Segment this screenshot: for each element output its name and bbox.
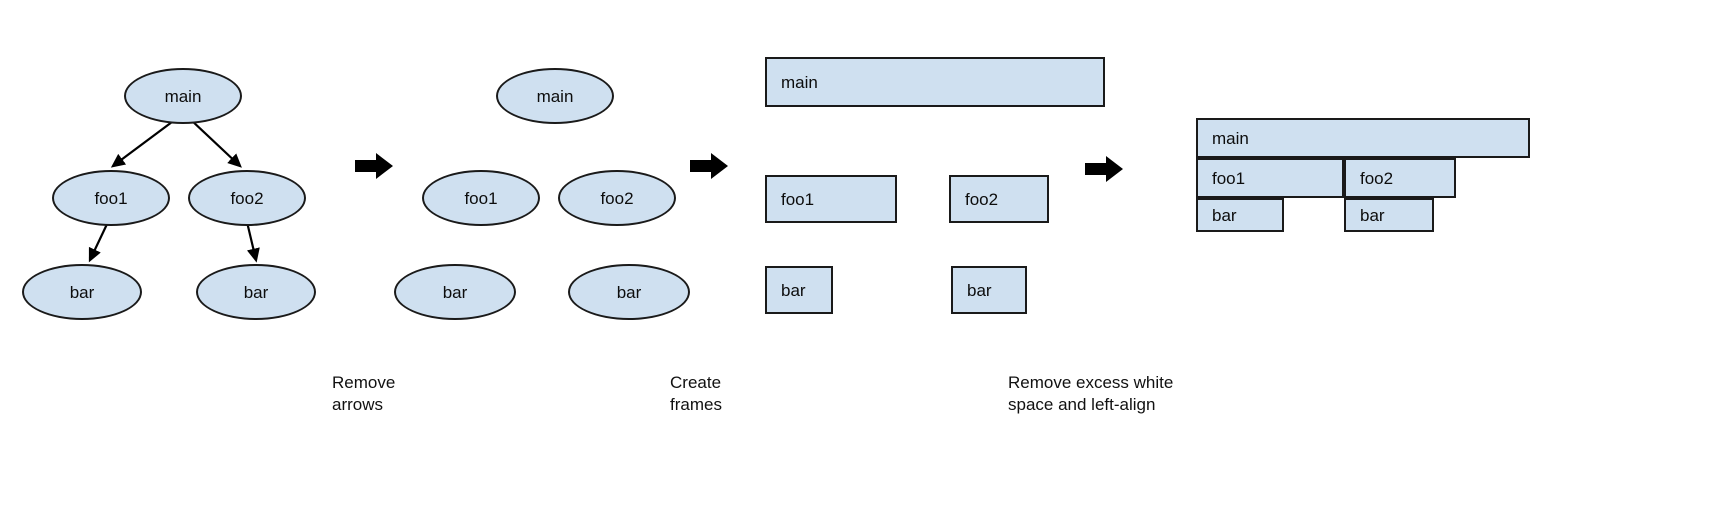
caption-create-frames: Create frames — [670, 373, 722, 415]
tree-edge-foo2-to-bar-3 — [245, 221, 260, 263]
panel-no-arrows-node-foo1-1: foo1 — [422, 170, 540, 226]
panel-frames-node-main-0: main — [765, 57, 1105, 107]
panel-flame-graph-node-foo2-2: foo2 — [1344, 158, 1456, 198]
panel-frames-node-bar-4: bar — [951, 266, 1027, 314]
panel-no-arrows-node-bar-3: bar — [394, 264, 516, 320]
panel-call-tree-node-bar-3: bar — [22, 264, 142, 320]
caption-remove-white-space: Remove excess white space and left-align — [1008, 373, 1174, 415]
step-arrow-2-icon — [690, 152, 728, 180]
panel-flame-graph-node-bar-4: bar — [1344, 198, 1434, 232]
panel-no-arrows-node-main-0: main — [496, 68, 614, 124]
panel-frames-node-foo2-2: foo2 — [949, 175, 1049, 223]
tree-edge-main-to-foo2-1 — [189, 118, 242, 168]
panel-call-tree-node-foo2-2: foo2 — [188, 170, 306, 226]
panel-flame-graph-node-main-0: main — [1196, 118, 1530, 158]
panel-flame-graph-node-bar-3: bar — [1196, 198, 1284, 232]
tree-edge-foo1-to-bar-2 — [88, 221, 109, 263]
panel-flame-graph-node-foo1-1: foo1 — [1196, 158, 1344, 198]
panel-frames-node-foo1-1: foo1 — [765, 175, 897, 223]
caption-remove-arrows: Remove arrows — [332, 373, 396, 415]
panel-no-arrows-node-bar-4: bar — [568, 264, 690, 320]
panel-call-tree-node-bar-4: bar — [196, 264, 316, 320]
step-arrow-3-icon — [1085, 155, 1123, 183]
panel-frames-node-bar-3: bar — [765, 266, 833, 314]
panel-call-tree-node-main-0: main — [124, 68, 242, 124]
panel-call-tree-node-foo1-1: foo1 — [52, 170, 170, 226]
step-arrow-1-icon — [355, 152, 393, 180]
panel-no-arrows-node-foo2-2: foo2 — [558, 170, 676, 226]
tree-edge-main-to-foo1-0 — [110, 118, 177, 168]
